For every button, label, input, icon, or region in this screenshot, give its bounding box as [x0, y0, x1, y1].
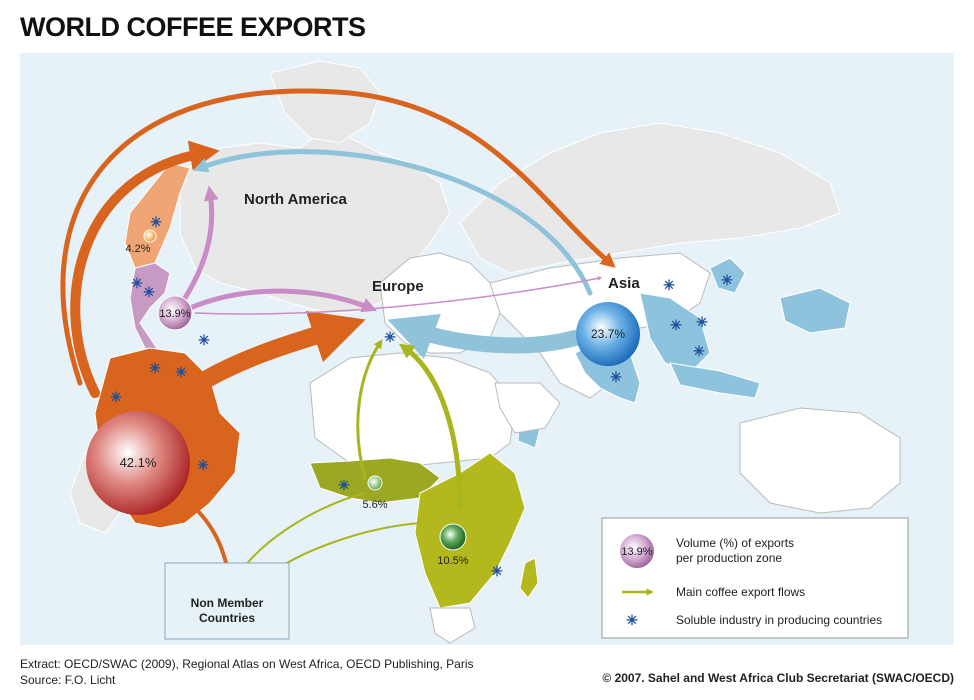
australia-land — [739, 407, 901, 514]
legend-soluble: Soluble industry in producing countries — [676, 613, 882, 627]
value-east-africa: 10.5% — [437, 555, 468, 567]
soluble-star-icon: ✳ — [197, 457, 209, 473]
flow-south-america-asia — [60, 88, 616, 386]
soluble-star-icon: ✳ — [338, 477, 350, 493]
soluble-star-icon: ✳ — [175, 364, 187, 380]
soluble-star-icon: ✳ — [670, 317, 682, 333]
papua-land — [779, 287, 851, 334]
soluble-star-icon: ✳ — [626, 612, 638, 628]
bubble-caribbean — [157, 295, 193, 331]
non-member-label-1: Non Member — [191, 596, 264, 610]
caribbean-mexico-zone — [129, 262, 171, 354]
soluble-star-icon: ✳ — [721, 272, 733, 288]
flow-east-africa-europe — [398, 343, 463, 511]
flow-asia-north-america — [192, 149, 593, 296]
bubble-asia — [576, 302, 640, 366]
soluble-star-icon: ✳ — [110, 389, 122, 405]
footer-extract: Extract: OECD/SWAC (2009), Regional Atla… — [20, 657, 474, 671]
flow-caribbean-north-america — [182, 185, 219, 301]
value-central-america: 4.2% — [125, 243, 150, 255]
greenland-land — [269, 60, 381, 144]
flow-south-america-north-america — [70, 140, 220, 398]
value-south-america: 42.1% — [120, 455, 157, 470]
soluble-star-icon: ✳ — [696, 314, 708, 330]
flow-caribbean-europe — [187, 288, 377, 313]
label-north-america: North America — [244, 191, 347, 208]
bubble-central-america — [143, 229, 157, 243]
flow-caribbean-asia — [194, 276, 603, 315]
label-europe: Europe — [372, 278, 424, 295]
legend: 13.9% Volume (%) of exports per producti… — [601, 517, 909, 639]
flow-asia-europe — [387, 313, 583, 359]
legend-bubble — [620, 534, 654, 568]
soluble-star-icon: ✳ — [384, 329, 396, 345]
soluble-star-icon: ✳ — [131, 275, 143, 291]
southeast-asia-islands — [639, 292, 711, 374]
non-member-box — [164, 562, 290, 640]
soluble-star-icon: ✳ — [150, 214, 162, 230]
bubble-south-america — [86, 411, 190, 515]
soluble-star-icon: ✳ — [663, 277, 675, 293]
east-africa-zone — [414, 452, 526, 609]
soluble-star-icon: ✳ — [143, 284, 155, 300]
flow-south-america-europe — [191, 310, 366, 392]
value-caribbean: 13.9% — [159, 308, 190, 320]
legend-bubble-value: 13.9% — [621, 546, 652, 558]
footer-source: Source: F.O. Licht — [20, 673, 116, 687]
north-america-land — [179, 132, 451, 314]
flow-west-africa-europe — [356, 339, 383, 480]
legend-box — [601, 517, 909, 639]
soluble-star-icon: ✳ — [693, 343, 705, 359]
page-title: WORLD COFFEE EXPORTS — [20, 12, 366, 42]
soluble-stars: ✳ ✳ ✳ ✳ ✳ ✳ ✳ ✳ ✳ ✳ ✳ ✳ ✳ ✳ ✳ ✳ ✳ — [110, 214, 733, 579]
label-asia: Asia — [608, 275, 640, 292]
bubble-west-africa — [367, 475, 383, 491]
footer-copyright: © 2007. Sahel and West Africa Club Secre… — [602, 671, 954, 685]
value-west-africa: 5.6% — [362, 499, 387, 511]
soluble-star-icon: ✳ — [198, 332, 210, 348]
south-africa-land — [429, 607, 476, 644]
madagascar-zone — [519, 557, 539, 599]
legend-flows: Main coffee export flows — [676, 585, 805, 599]
russia-land — [459, 122, 841, 274]
world-map: North America Europe Asia Non Member Cou… — [20, 53, 954, 645]
indonesia-land — [669, 362, 761, 399]
soluble-star-icon: ✳ — [610, 369, 622, 385]
flow-west-africa-non-member — [238, 492, 366, 576]
value-asia: 23.7% — [591, 327, 625, 341]
pacific-islands — [709, 257, 746, 294]
bubble-east-africa — [439, 523, 467, 551]
non-member-label-2: Countries — [199, 611, 255, 625]
legend-volume-line1: Volume (%) of exports — [676, 536, 794, 550]
legend-volume-line2: per production zone — [676, 551, 782, 565]
soluble-star-icon: ✳ — [149, 360, 161, 376]
footer-credits: Extract: OECD/SWAC (2009), Regional Atla… — [20, 656, 474, 688]
arabia-land — [494, 382, 561, 434]
soluble-star-icon: ✳ — [491, 563, 503, 579]
